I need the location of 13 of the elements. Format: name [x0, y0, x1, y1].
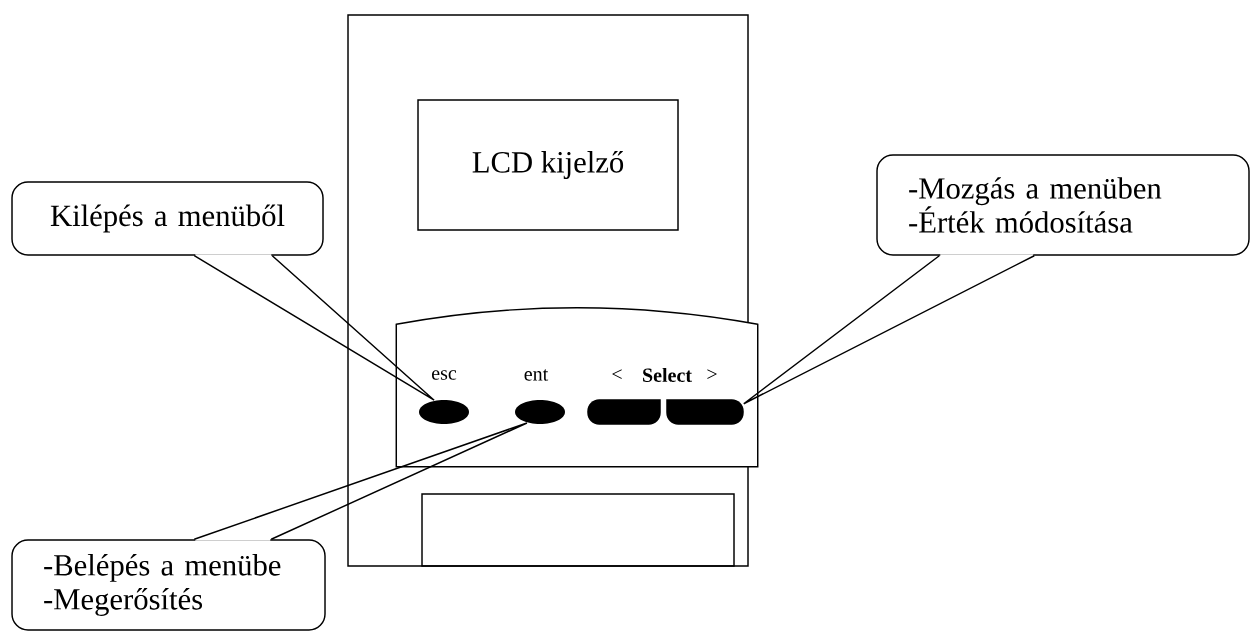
button-label: esc [432, 370, 457, 380]
button-label: ent [524, 369, 549, 381]
key-label: Select [643, 367, 692, 382]
speech-bubble: -Mozgás a menüben -Érték módosítása [876, 154, 1250, 258]
display-window [421, 493, 735, 567]
callout-tail [193, 422, 528, 540]
callout-tail [743, 255, 1035, 405]
lcd-display: LCD kijelző [417, 99, 679, 231]
speech-bubble: -Belépés a menübe -Megerősítés [11, 537, 326, 631]
button-label: > [707, 369, 717, 379]
speech-bubble: Kilépés a menüből [11, 181, 324, 258]
callout-tail [193, 255, 435, 401]
button-label: < [612, 369, 622, 379]
